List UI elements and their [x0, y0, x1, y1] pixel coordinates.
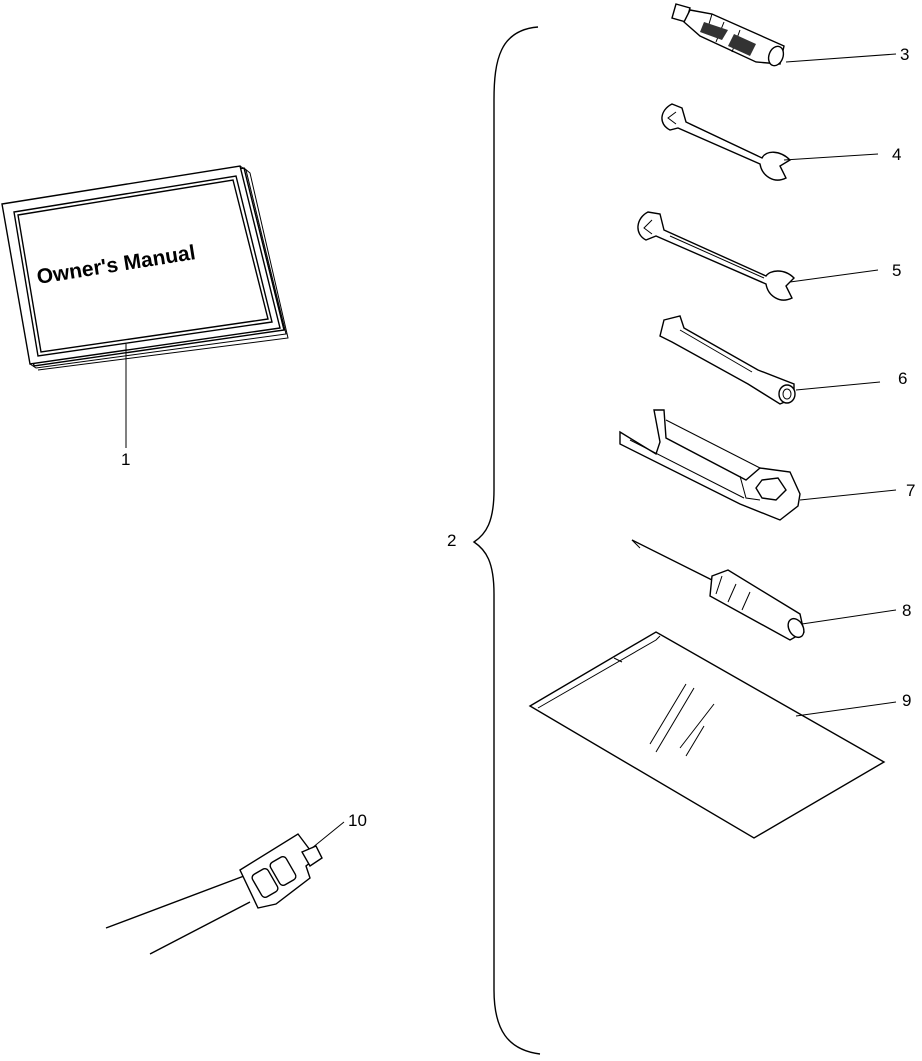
- callout-8: 8: [902, 601, 911, 620]
- spanner-holder: [619, 409, 801, 521]
- callout-9: 9: [902, 691, 911, 710]
- callout-7: 7: [906, 481, 915, 500]
- callout-6: 6: [898, 369, 907, 388]
- callout-3: 3: [900, 45, 909, 64]
- screwdriver: [631, 539, 805, 641]
- owners-manual: Owner's Manual: [1, 165, 289, 371]
- wrench-small: [661, 103, 792, 181]
- callout-10: 10: [348, 811, 367, 830]
- spark-plug-tool: [671, 3, 785, 67]
- wrench-large: [637, 211, 795, 301]
- kit-bracket: [472, 26, 541, 1055]
- wire-connector: [105, 833, 323, 955]
- plastic-bag: [528, 631, 886, 839]
- callout-1: 1: [121, 450, 130, 469]
- callout-2: 2: [447, 531, 456, 550]
- callout-4: 4: [892, 145, 901, 164]
- callout-5: 5: [892, 261, 901, 280]
- socket-wrench: [659, 315, 796, 405]
